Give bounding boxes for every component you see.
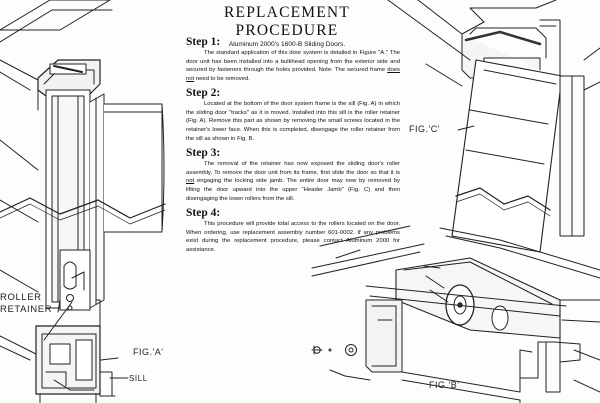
roller-label-line1: ROLLER (0, 292, 42, 303)
step-3: Step 3: The removal of the retainer has … (186, 147, 400, 204)
step-heading: Step 4: (186, 207, 221, 219)
document-subtitle: Aluminum 2000's 1600-B Sliding Doors. (228, 41, 346, 48)
figure-c-drawing (387, 0, 600, 279)
figure-c-label: FIG.'C' (409, 124, 440, 134)
step-body: The standard application of this door sy… (186, 50, 400, 83)
step-2: Step 2: Located at the bottom of the doo… (186, 87, 400, 144)
step-body: The removal of the retainer has now expo… (186, 161, 400, 202)
title-block: REPLACEMENT PROCEDURE Aluminum 2000's 16… (176, 4, 398, 49)
document-title: REPLACEMENT PROCEDURE (223, 4, 350, 39)
figure-a-label: FIG.'A' (133, 347, 164, 357)
step-heading: Step 3: (186, 147, 221, 159)
sill-label: SILL (129, 374, 148, 383)
roller-retainer-label: ROLLER RETAINER (0, 292, 52, 316)
figure-a-drawing (0, 0, 166, 403)
figure-b-drawing (311, 225, 600, 403)
step-heading: Step 2: (186, 87, 221, 99)
step-heading: Step 1: (186, 36, 221, 48)
step-body: This procedure will provide total access… (186, 221, 400, 254)
step-1: Step 1: The standard application of this… (186, 36, 400, 84)
roller-label-line2: RETAINER (0, 304, 53, 315)
step-4: Step 4: This procedure will provide tota… (186, 207, 400, 255)
figure-b-label: FIG.'B' (429, 380, 460, 390)
step-body: Located at the bottom of the door system… (186, 101, 400, 142)
